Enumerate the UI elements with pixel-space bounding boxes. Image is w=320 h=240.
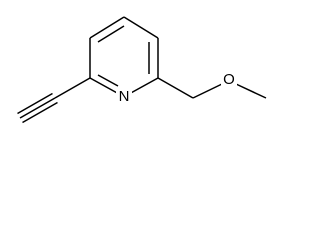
ethynyl-single-bond [54,77,91,99]
methoxymethyl-group [157,77,267,99]
pyridine-ring [89,16,159,95]
nitrogen-label-background [116,87,132,104]
oxygen-methyl-bond [235,83,267,99]
oxygen-atom: O [221,70,237,88]
ring-inner-double-bond-bottom-left [97,74,119,87]
ring-bond-bottom-right [128,77,159,95]
ethynyl-triple-bond-upper [17,92,53,115]
oxygen-label-background [221,70,237,87]
ethynyl-triple-bond-lower [22,101,58,124]
nitrogen-atom: N [116,87,132,105]
ring-bond-bottom-left [89,77,120,95]
ring-inner-double-bond-top-left [97,25,125,43]
ring-bond-top-right [123,16,159,39]
ring-bond-top-left [89,16,125,39]
carbon-oxygen-bond [192,83,223,99]
ethynyl-group [17,77,91,124]
structure-canvas: N O [17,16,267,124]
oxygen-label: O [223,71,235,88]
structure-diagram: N O [17,16,267,124]
methylene-bond [157,77,194,99]
ethynyl-triple-bond-center [19,97,56,119]
nitrogen-label: N [119,88,130,105]
